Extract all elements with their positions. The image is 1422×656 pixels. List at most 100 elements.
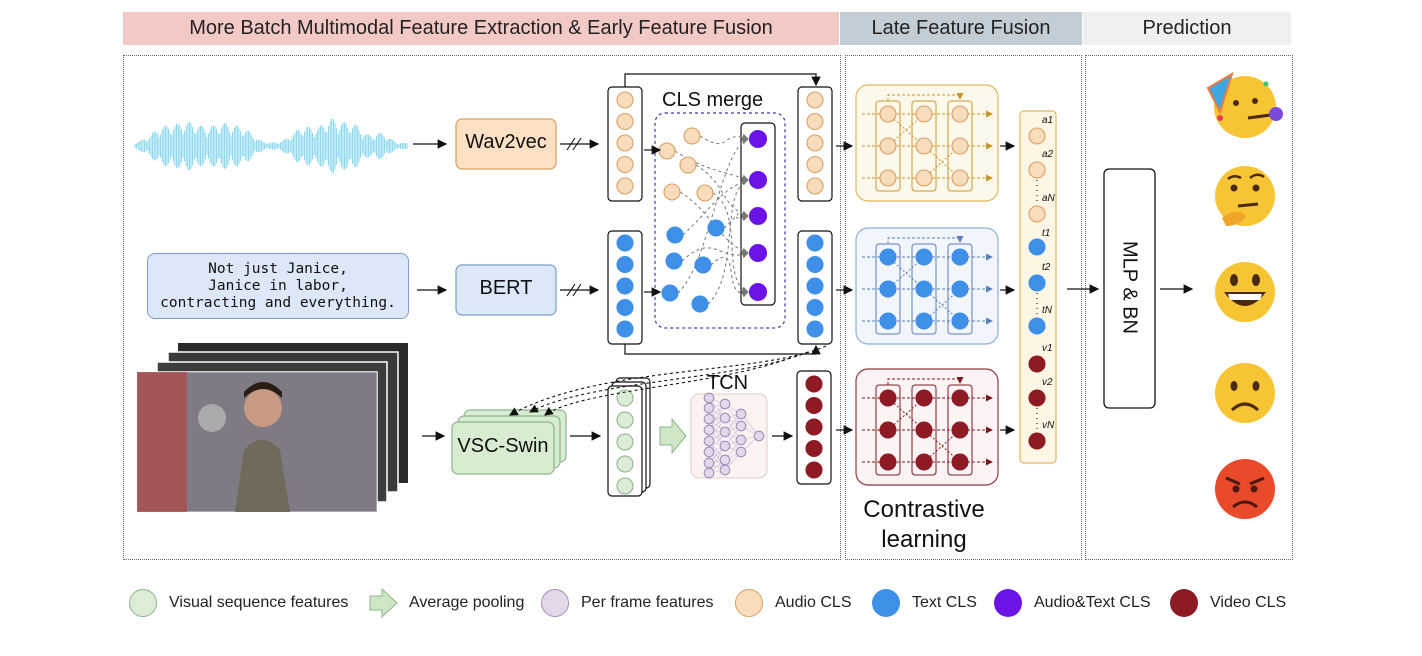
audio-cls-node xyxy=(806,155,824,174)
text-fusion-cross-links xyxy=(887,256,961,322)
text-cls-node xyxy=(665,252,683,270)
merge-flow-line xyxy=(723,213,749,229)
legend-visual-sequence: Visual sequence features xyxy=(129,588,348,618)
text-cls-node xyxy=(694,256,712,274)
text-fusion-node xyxy=(951,248,969,266)
bert-label: BERT xyxy=(479,277,533,299)
text-cls-node xyxy=(666,226,684,244)
per-frame-node xyxy=(735,420,747,432)
text-cls-node xyxy=(707,219,725,237)
audio-waveform xyxy=(134,118,408,174)
audio-cls-node xyxy=(696,184,714,202)
video-fusion-node xyxy=(879,389,897,407)
text-fusion-node xyxy=(951,312,969,330)
merge-flow-line xyxy=(712,192,749,294)
freeze-marks xyxy=(566,137,582,297)
legend-audio-cls-swatch xyxy=(735,589,763,617)
merge-flow-line xyxy=(707,178,749,305)
thinking-face-emoji xyxy=(1215,166,1275,226)
input-arrows xyxy=(413,139,602,441)
concat-label-video: v1 xyxy=(1042,343,1053,354)
text-fusion-node xyxy=(915,312,933,330)
text-fusion-node xyxy=(879,312,897,330)
per-frame-node xyxy=(703,457,715,469)
video-fusion-node xyxy=(951,453,969,471)
region-prediction xyxy=(1085,55,1293,560)
legend-audio-text-cls-swatch xyxy=(994,589,1022,617)
audio-cls-node xyxy=(658,142,676,160)
per-frame-node xyxy=(703,402,715,414)
audio-text-cls-node xyxy=(748,282,768,302)
audio-fusion-node xyxy=(879,169,897,187)
legend-video-cls-swatch xyxy=(1170,589,1198,617)
audio-fusion-node xyxy=(951,105,969,123)
audio-cls-node xyxy=(806,177,824,195)
audio-cls-node xyxy=(663,183,681,201)
per-frame-node xyxy=(719,464,731,476)
concat-text-node xyxy=(1028,317,1046,335)
video-fusion-node xyxy=(915,453,933,471)
concat-label-audio: aN xyxy=(1042,193,1055,204)
video-frames-stack xyxy=(136,343,408,513)
per-frame-node xyxy=(703,446,715,458)
angry-face-emoji xyxy=(1215,459,1275,519)
quote-line-2: Janice in labor, xyxy=(208,278,348,294)
audio-text-cls-node xyxy=(748,243,768,263)
audio-cls-node xyxy=(806,134,824,152)
vsc-swin-box xyxy=(451,409,567,475)
audio-cls-node xyxy=(616,134,634,152)
text-cls-node xyxy=(661,284,679,302)
legend-text-cls-swatch xyxy=(872,589,900,617)
grinning-face-emoji xyxy=(1215,262,1275,322)
per-frame-node xyxy=(753,430,765,442)
legend-text-cls: Text CLS xyxy=(872,588,977,618)
visual-sequence-node xyxy=(616,477,634,495)
text-fusion-node xyxy=(915,280,933,298)
concat-label-text: t2 xyxy=(1042,262,1051,273)
legend-per-frame-label: Per frame features xyxy=(581,594,714,611)
concat-audio-node xyxy=(1028,205,1046,223)
audio-cls-node xyxy=(806,91,824,109)
audio-fusion-node xyxy=(915,169,933,187)
legend-audio-cls-label: Audio CLS xyxy=(775,594,852,611)
stage-header-late-fusion: Late Feature Fusion xyxy=(840,12,1082,45)
merge-arrows xyxy=(644,145,662,297)
video-fusion-top-link xyxy=(887,377,964,385)
video-cls-node xyxy=(805,439,823,458)
concat-text-node xyxy=(1028,238,1046,256)
audio-fusion-node xyxy=(951,169,969,187)
audio-fusion-node xyxy=(879,105,897,123)
fusion-input-arrows xyxy=(836,141,1016,435)
legend-visual-sequence-label: Visual sequence features xyxy=(169,594,349,611)
mlp-bn-label: MLP & BN xyxy=(1118,241,1141,334)
legend-per-frame: Per frame features xyxy=(541,588,714,618)
per-frame-node xyxy=(703,424,715,436)
text-cls-node xyxy=(806,298,824,317)
bypass-connections xyxy=(624,73,821,355)
text-fusion-node xyxy=(879,248,897,266)
concat-label-text: tN xyxy=(1042,305,1052,316)
cls-merge-region xyxy=(654,112,786,329)
concat-label-audio: a2 xyxy=(1042,149,1054,160)
video-fusion-node xyxy=(879,421,897,439)
text-cls-node xyxy=(806,255,824,274)
text-cls-node xyxy=(616,320,634,338)
vsc-swin-label: VSC-Swin xyxy=(457,435,549,457)
video-fusion-node xyxy=(951,389,969,407)
audio-fusion-node xyxy=(879,137,897,155)
contrastive-learning-label: Contrastive learning xyxy=(850,495,998,555)
per-frame-node xyxy=(735,408,747,420)
stage-header-extraction: More Batch Multimodal Feature Extraction… xyxy=(123,12,839,45)
visual-sequence-node xyxy=(616,389,634,407)
text-cls-node xyxy=(616,234,634,252)
region-late-fusion xyxy=(845,55,1082,560)
visual-sequence-node xyxy=(616,411,634,429)
quote-line-3: contracting and everything. xyxy=(160,295,396,311)
merge-flow-line xyxy=(681,247,749,262)
text-cls-node xyxy=(806,234,824,252)
audio-fusion-cross-links xyxy=(887,113,961,179)
video-cls-node xyxy=(805,461,823,479)
merge-flow-line xyxy=(682,178,749,236)
audio-text-cls-node xyxy=(748,129,768,149)
